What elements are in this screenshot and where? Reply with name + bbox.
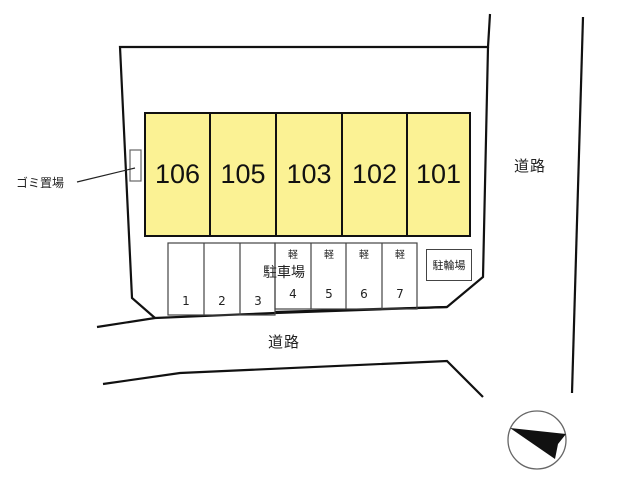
property-boundary xyxy=(118,13,492,319)
garbage-area xyxy=(129,149,142,182)
east-road-edge xyxy=(570,16,585,394)
kei-marker-5: 軽 xyxy=(324,250,334,261)
kei-marker-6: 軽 xyxy=(359,250,369,261)
garbage-leader-line xyxy=(76,167,136,183)
space-number-4: 4 xyxy=(289,287,297,301)
north-arrow-icon xyxy=(507,410,567,470)
bicycle-parking: 駐輪場 xyxy=(426,249,472,281)
space-number-3: 3 xyxy=(254,294,262,308)
south-road-label: 道路 xyxy=(268,333,301,351)
bicycle-parking-label: 駐輪場 xyxy=(432,259,466,272)
kei-marker-4: 軽 xyxy=(288,250,298,261)
unit-101: 101 xyxy=(406,112,471,237)
kei-marker-7: 軽 xyxy=(395,250,405,261)
parking-label: 駐車場 xyxy=(263,265,305,281)
space-number-2: 2 xyxy=(218,294,226,308)
garbage-label: ゴミ置場 xyxy=(16,176,65,190)
south-road-south-edge xyxy=(102,359,484,398)
parking-kei xyxy=(274,242,418,310)
unit-103: 103 xyxy=(275,112,343,237)
space-number-6: 6 xyxy=(360,287,368,301)
east-road-label: 道路 xyxy=(514,157,547,175)
south-road-north-edge xyxy=(96,305,448,329)
unit-102: 102 xyxy=(341,112,408,237)
space-number-1: 1 xyxy=(182,294,190,308)
space-number-5: 5 xyxy=(325,287,333,301)
space-number-7: 7 xyxy=(396,287,404,301)
unit-106: 106 xyxy=(144,112,211,237)
unit-105: 105 xyxy=(209,112,277,237)
